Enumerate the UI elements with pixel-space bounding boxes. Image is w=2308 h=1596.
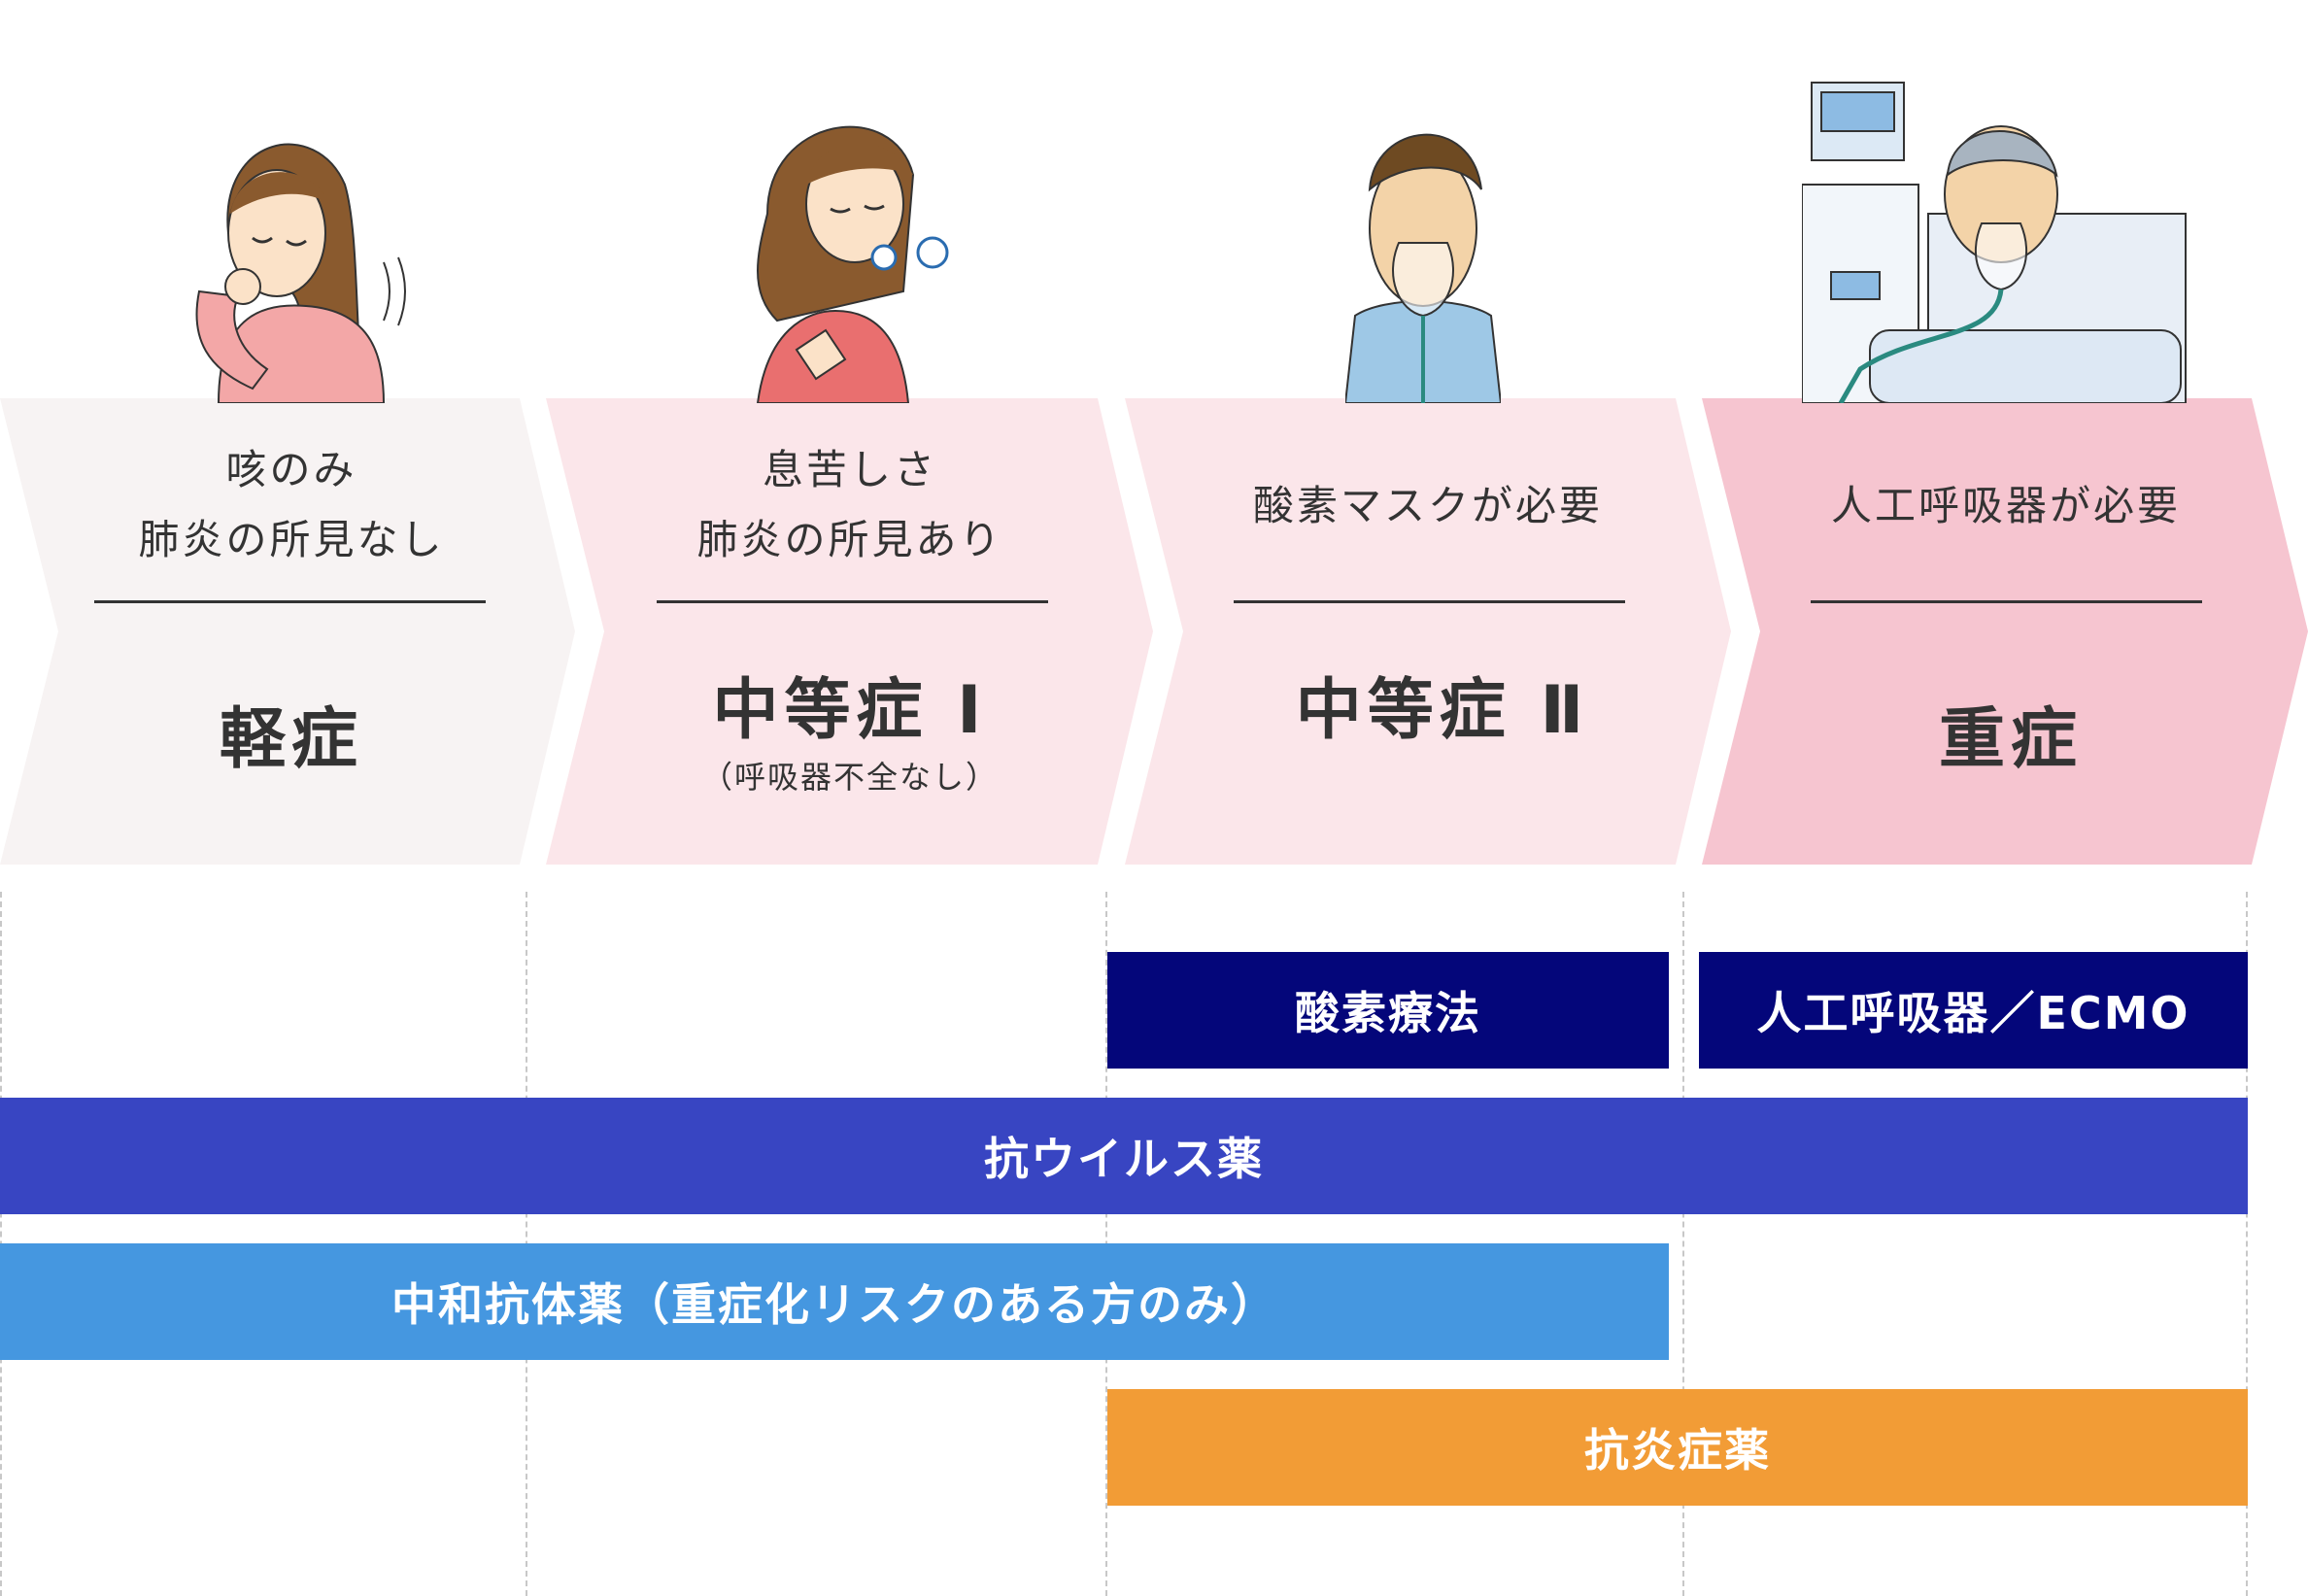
stage-chevrons [0, 398, 2308, 865]
stage-2-symptom: 息苦しさ 肺炎の所見あり [696, 446, 1003, 563]
stage-chevron-severe [1702, 398, 2308, 865]
stage-3-symptom: 酸素マスクが必要 [1252, 482, 1603, 529]
stage-2-divider [657, 600, 1048, 603]
stage-1-severity: 軽症 [219, 701, 363, 778]
column-guide [2246, 892, 2248, 1596]
stage-chevron-moderate-1 [546, 398, 1153, 865]
ventilator-ecmo-bar: 人工呼吸器／ECMO [1699, 952, 2248, 1069]
stage-4-symptom: 人工呼吸器が必要 [1830, 482, 2181, 529]
stage-chevron-mild [0, 398, 575, 865]
stage-1-symptom: 咳のみ 肺炎の所見なし [138, 446, 445, 563]
stage-4-severity: 重症 [1938, 701, 2083, 778]
coughing-woman-icon [195, 143, 406, 403]
antiviral-bar: 抗ウイルス薬 [0, 1098, 2248, 1214]
stage-3-severity: 中等症 Ⅱ [1295, 672, 1590, 749]
stage-2-severity: 中等症 Ⅰ [712, 672, 988, 749]
stage-1-divider [94, 600, 486, 603]
oxygen-mask-man-icon [1345, 133, 1501, 403]
stage-2-note: （呼吸器不全なし） [700, 759, 999, 796]
ventilator-patient-icon [1802, 82, 2187, 403]
neutralizing-antibody-bar: 中和抗体薬（重症化リスクのある方のみ） [0, 1243, 1669, 1360]
anti-inflammatory-bar: 抗炎症薬 [1107, 1389, 2248, 1506]
column-guide [1682, 892, 1684, 1596]
stage-4-divider [1811, 600, 2202, 603]
breathless-woman-icon [756, 125, 949, 403]
stage-3-divider [1234, 600, 1625, 603]
oxygen-therapy-bar: 酸素療法 [1107, 952, 1669, 1069]
stage-chevron-moderate-2 [1125, 398, 1731, 865]
